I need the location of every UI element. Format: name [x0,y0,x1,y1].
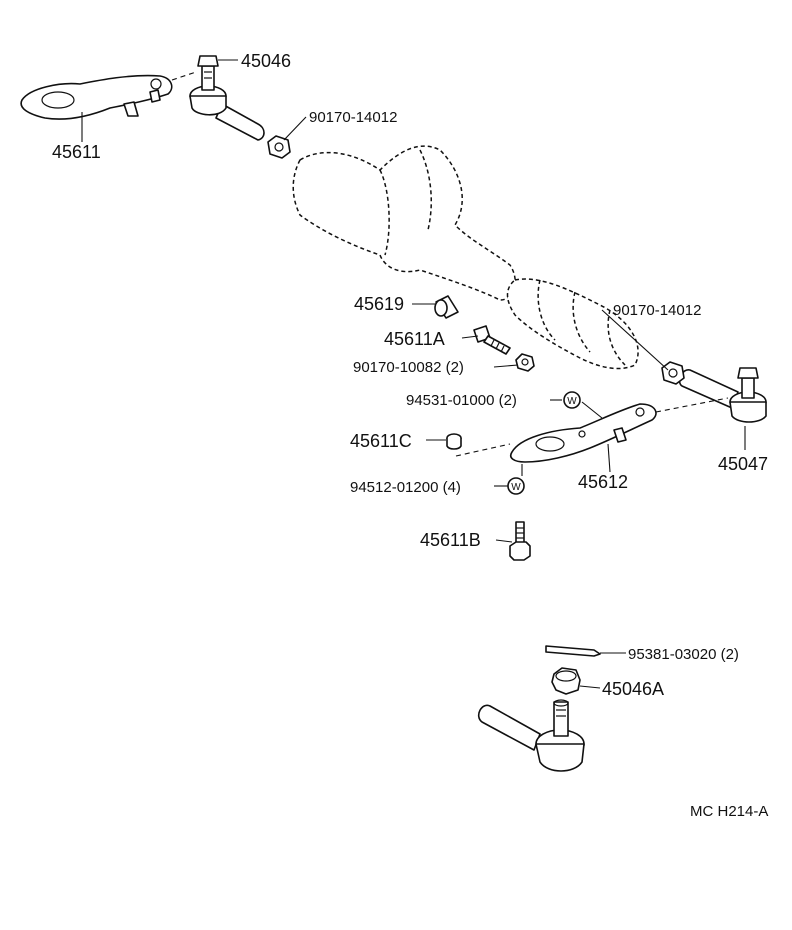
nut-90170-14012-right [661,361,685,385]
assembly-line-45612 [655,397,729,413]
label-90170-14012-right: 90170-14012 [613,302,701,319]
cotter-pin-95381-03020 [545,645,601,657]
label-45612: 45612 [578,472,628,492]
label-45047: 45047 [718,454,768,474]
steering-rack-housing [292,145,639,370]
label-45611a: 45611A [384,329,445,349]
knuckle-arm-45611 [20,74,173,120]
label-45611b: 45611B [420,530,481,550]
cap-45611c [446,433,462,450]
leader-lines [81,59,746,689]
label-45611c: 45611C [350,431,412,451]
bolt-45611a [473,325,511,355]
label-94512-01200: 94512-01200 (4) [350,479,461,496]
tie-rod-end-45046 [189,55,265,141]
label-90170-10082: 90170-10082 (2) [353,359,464,376]
knuckle-arm-45612 [509,403,657,463]
svg-text:W: W [567,396,577,407]
assembly-line-45611c [455,443,511,457]
label-90170-14012-top: 90170-14012 [309,109,397,126]
label-45046: 45046 [241,51,291,71]
diagram-code: MC H214-A [690,803,768,820]
label-94531-01000: 94531-01000 (2) [406,392,517,409]
bushing-45619 [434,295,459,319]
assembly-line-45611 [171,71,197,81]
svg-text:W: W [511,482,521,493]
washer-symbol-w-lower: W [507,477,525,495]
label-45611: 45611 [52,142,101,162]
nut-90170-14012-top [267,135,291,159]
tie-rod-end-bottom [477,699,585,772]
tie-rod-end-45047 [678,367,767,423]
label-95381-03020: 95381-03020 (2) [628,646,739,663]
washer-symbol-w-upper: W [563,391,581,409]
castle-nut-45046a [551,667,581,695]
bolt-45611b [509,521,531,561]
label-45619: 45619 [354,294,404,314]
nut-90170-10082 [515,353,535,372]
label-45046a: 45046A [602,679,664,699]
